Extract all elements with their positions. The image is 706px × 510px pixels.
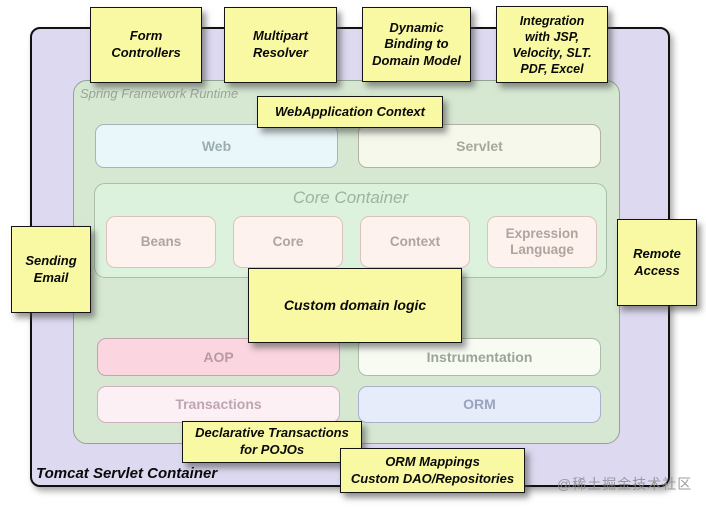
module-expression-language: Expression Language [487,216,597,268]
note-declarative-transactions: Declarative Transactions for POJOs [182,421,362,463]
note-webapplication-context: WebApplication Context [257,96,443,128]
watermark: @稀土掘金技术社区 [557,476,693,492]
module-instrumentation: Instrumentation [358,338,601,376]
module-servlet: Servlet [358,124,601,168]
spring-framework-runtime-label: Spring Framework Runtime [80,86,239,101]
module-transactions: Transactions [97,386,340,423]
note-orm-mappings: ORM Mappings Custom DAO/Repositories [340,448,525,493]
module-orm: ORM [358,386,601,423]
module-beans: Beans [106,216,216,268]
note-sending-email: Sending Email [11,226,91,313]
core-container-label: Core Container [292,188,409,207]
tomcat-servlet-container-label: Tomcat Servlet Container [36,465,218,482]
note-integration: Integration with JSP, Velocity, SLT. PDF… [496,6,608,83]
note-custom-domain-logic: Custom domain logic [248,268,462,343]
note-dynamic-binding: Dynamic Binding to Domain Model [362,7,471,82]
module-context: Context [360,216,470,268]
note-form-controllers: Form Controllers [90,7,202,83]
module-web: Web [95,124,338,168]
module-core: Core [233,216,343,268]
note-remote-access: Remote Access [617,219,697,306]
note-multipart-resolver: Multipart Resolver [224,7,337,83]
module-aop: AOP [97,338,340,376]
